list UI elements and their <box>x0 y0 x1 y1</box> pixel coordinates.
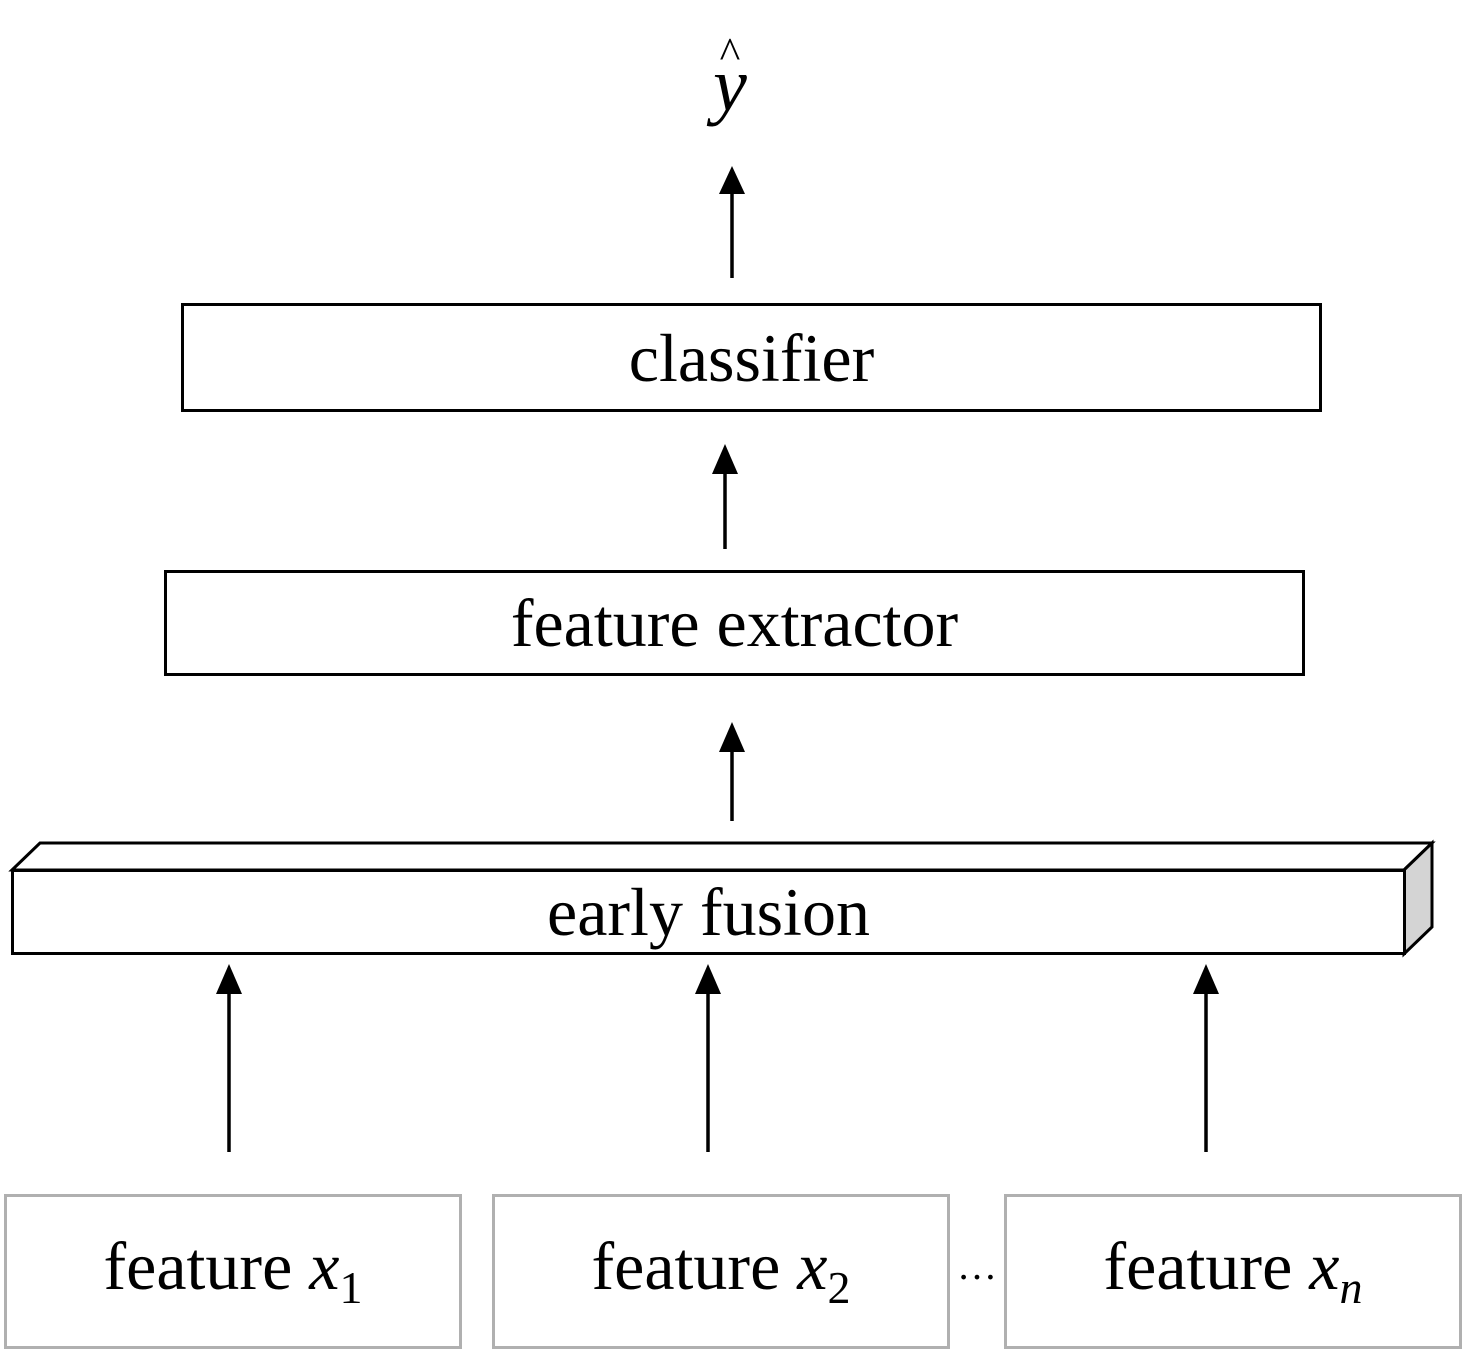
feature-subscript: 2 <box>827 1262 851 1313</box>
fusion-top-face <box>8 841 1436 872</box>
arrowhead-fusion-n <box>1193 964 1219 994</box>
feature-label-n: feature xn <box>1104 1232 1363 1311</box>
ellipsis: … <box>957 1243 997 1288</box>
feature-box-1: feature x1 <box>4 1194 462 1349</box>
feature-label-1: feature x1 <box>104 1232 363 1311</box>
arrowhead-output <box>719 166 745 194</box>
feature-subscript: 1 <box>339 1262 363 1313</box>
feature-prefix: feature <box>591 1228 798 1304</box>
output-y-hat: ^ y <box>700 20 760 130</box>
arrowhead-extractor <box>719 722 745 752</box>
feature-prefix: feature <box>1103 1228 1310 1304</box>
feature-extractor-label: feature extractor <box>510 585 959 661</box>
feature-prefix: feature <box>103 1228 310 1304</box>
early-fusion-box: early fusion <box>11 869 1406 955</box>
feature-box-n: feature xn <box>1004 1194 1462 1349</box>
arrowhead-fusion-1 <box>216 964 242 994</box>
classifier-label: classifier <box>628 319 875 396</box>
feature-subscript: n <box>1339 1262 1363 1313</box>
feature-variable: x <box>797 1228 828 1304</box>
early-fusion-label: early fusion <box>547 874 870 950</box>
feature-label-2: feature x2 <box>592 1232 851 1311</box>
output-symbol: y <box>713 43 747 127</box>
classifier-box: classifier <box>181 303 1322 412</box>
feature-variable: x <box>309 1228 340 1304</box>
arrowhead-fusion-2 <box>695 964 721 994</box>
feature-extractor-box: feature extractor <box>164 570 1305 676</box>
feature-box-2: feature x2 <box>492 1194 950 1349</box>
feature-variable: x <box>1309 1228 1340 1304</box>
hat-symbol: ^ <box>719 29 741 78</box>
arrowhead-classifier <box>712 444 738 474</box>
